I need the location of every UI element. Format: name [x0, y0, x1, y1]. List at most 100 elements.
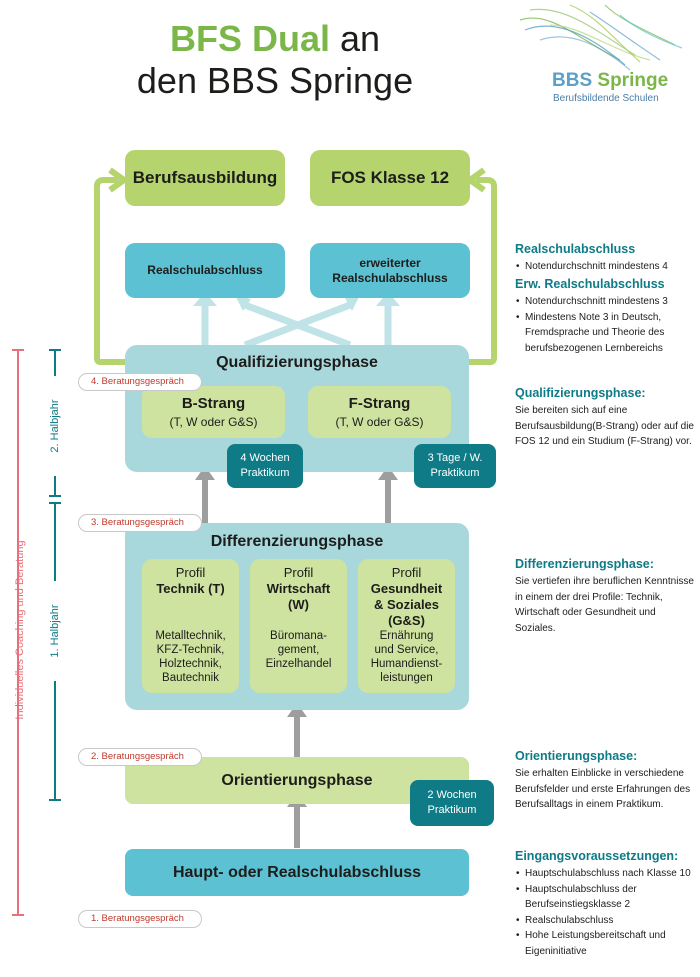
- beratung-1: 1. Beratungsgespräch: [78, 910, 202, 928]
- orient-text: Sie erhalten Einblicke in verschiedene B…: [515, 768, 691, 810]
- profil-technik-items: Metalltechnik, KFZ-Technik, Holztechnik,…: [142, 629, 239, 685]
- start-abschluss-label: Haupt- oder Realschulabschluss: [172, 863, 422, 881]
- eingang-item: Hauptschulabschluss der Berufseinstiegsk…: [515, 882, 695, 913]
- target-berufsausbildung-label: Berufsausbildung: [132, 168, 278, 187]
- profil-gesundheit-name-1: Gesundheit: [370, 581, 443, 596]
- diff-heading: Differenzierungsphase:: [515, 557, 654, 571]
- praktikum-orientierung-line1: 2 Wochen: [427, 789, 477, 801]
- abschluss-realschul: Realschulabschluss: [125, 243, 285, 298]
- title-line2: den BBS Springe: [136, 60, 414, 101]
- arrowhead-grey-orient: [287, 703, 307, 717]
- differenzierungsphase-title: Differenzierungsphase: [210, 533, 384, 550]
- orientierungsphase-title: Orientierungsphase: [221, 771, 373, 789]
- logo-name: BBS Springe: [552, 70, 668, 92]
- profil-technik-item: KFZ-Technik,: [156, 644, 225, 656]
- eingang-item: Hauptschulabschluss nach Klasse 10: [515, 866, 695, 882]
- beratung-3: 3. Beratungsgespräch: [78, 514, 202, 532]
- profil-technik-item: Holztechnik,: [159, 658, 222, 670]
- praktikum-b-strang: 4 Wochen Praktikum: [227, 444, 303, 488]
- eingang-list: Hauptschulabschluss nach Klasse 10 Haupt…: [515, 866, 695, 959]
- abschluss-erweitert-line1: erweiterter: [359, 255, 421, 270]
- profil-wirtschaft: Profil Wirtschaft (W) Büromana- gement, …: [250, 559, 347, 693]
- logo-name-part2: Springe: [597, 70, 669, 91]
- halbjahr2-label: 2. Halbjahr: [49, 376, 61, 476]
- loop-right: [468, 177, 497, 365]
- eingang-item: Hohe Leistungsbereitschaft und Eigeninit…: [515, 928, 695, 959]
- profil-technik-item: Metalltechnik,: [155, 630, 226, 642]
- arrowhead-cross-2: [235, 295, 251, 311]
- abschluss-realschul-label: Realschulabschluss: [147, 263, 263, 277]
- arrow-grey-diff-right: [385, 478, 391, 523]
- abschluss-erweitert: erweiterter Realschulabschluss: [310, 243, 470, 298]
- arrow-grey-diff-left: [202, 478, 208, 523]
- arrow-grey-start: [294, 805, 300, 848]
- b-strang: B-Strang (T, W oder G&S): [142, 386, 285, 438]
- eingang-item: Realschulabschluss: [515, 913, 695, 929]
- profil-gesundheit: Profil Gesundheit & Soziales (G&S) Ernäh…: [358, 559, 455, 693]
- ers-item: Mindestens Note 3 in Deutsch, Fremdsprac…: [515, 310, 695, 357]
- loop-right-arrowhead: [467, 167, 486, 193]
- target-berufsausbildung: Berufsausbildung: [125, 150, 285, 206]
- profil-gesundheit-name-2: & Soziales: [373, 597, 440, 612]
- bbs-logo-icon: [519, 4, 683, 71]
- praktikum-f-strang-line1: 3 Tage / W.: [427, 452, 483, 464]
- arrow-cross-2: [243, 301, 352, 349]
- abschluss-erweitert-line2: Realschulabschluss: [332, 270, 448, 285]
- praktikum-orientierung-line2: Praktikum: [427, 804, 477, 816]
- profil-technik: Profil Technik (T) Metalltechnik, KFZ-Te…: [142, 559, 239, 693]
- b-strang-title: B-Strang: [181, 395, 246, 412]
- profil-gesundheit-name-3: (G&S): [388, 613, 425, 628]
- praktikum-f-strang: 3 Tage / W. Praktikum: [414, 444, 496, 488]
- praktikum-f-strang-line2: Praktikum: [430, 467, 480, 479]
- profil-gesundheit-item: Ernährung: [379, 630, 434, 642]
- loop-left: [94, 177, 126, 365]
- profil-technik-head: Profil: [175, 565, 206, 580]
- target-fos: FOS Klasse 12: [310, 150, 470, 206]
- beratung-2: 2. Beratungsgespräch: [78, 748, 202, 766]
- f-strang-sub: (T, W oder G&S): [335, 415, 424, 429]
- rs-list: Notendurchschnitt mindestens 4: [515, 259, 695, 275]
- arrow-grey-orient: [294, 715, 300, 757]
- praktikum-orientierung: 2 Wochen Praktikum: [410, 780, 494, 826]
- loop-left-arrowhead: [108, 167, 127, 193]
- diff-text: Sie vertiefen ihre beruflichen Kenntniss…: [515, 576, 694, 634]
- ers-heading: Erw. Realschulabschluss: [515, 277, 665, 291]
- praktikum-b-strang-line1: 4 Wochen: [240, 452, 290, 464]
- orient-heading: Orientierungsphase:: [515, 749, 638, 763]
- beratung-4: 4. Beratungsgespräch: [78, 373, 202, 391]
- profil-technik-item: Bautechnik: [162, 672, 219, 684]
- arrowhead-grey-diff-right: [378, 466, 398, 480]
- profil-gesundheit-item: und Service,: [374, 644, 439, 656]
- rs-item: Notendurchschnitt mindestens 4: [515, 259, 695, 275]
- profil-gesundheit-head: Profil: [391, 565, 422, 580]
- f-strang-title: F-Strang: [348, 395, 411, 412]
- profil-wirtschaft-name-2: (W): [288, 597, 309, 612]
- logo-name-part1: BBS: [552, 70, 593, 91]
- profil-gesundheit-item: leistungen: [380, 672, 433, 684]
- halbjahr1-label: 1. Halbjahr: [49, 581, 61, 681]
- qual-heading: Qualifizierungsphase:: [515, 386, 646, 400]
- arrowhead-cross-1: [345, 295, 360, 311]
- profil-gesundheit-item: Humandienst-: [370, 658, 443, 670]
- profil-wirtschaft-items: Büromana- gement, Einzelhandel: [250, 629, 347, 671]
- arrowhead-up-right: [376, 292, 400, 306]
- rs-heading: Realschulabschluss: [515, 242, 636, 256]
- b-strang-sub: (T, W oder G&S): [169, 415, 258, 429]
- page-title: BFS Dual an den BBS Springe: [120, 18, 430, 102]
- qual-text: Sie bereiten sich auf eine Berufsausbild…: [515, 405, 694, 447]
- profil-wirtschaft-item: Büromana-: [270, 630, 327, 642]
- eingang-heading: Eingangsvoraussetzungen:: [515, 849, 679, 863]
- arrowhead-grey-diff-left: [195, 466, 215, 480]
- profil-gesundheit-items: Ernährung und Service, Humandienst- leis…: [358, 629, 455, 685]
- title-accent: BFS Dual: [169, 18, 330, 59]
- qualifizierungsphase-title: Qualifizierungsphase: [216, 354, 378, 371]
- start-abschluss: Haupt- oder Realschulabschluss: [125, 849, 469, 896]
- f-strang: F-Strang (T, W oder G&S): [308, 386, 451, 438]
- arrowhead-up-left: [193, 292, 217, 306]
- ers-item: Notendurchschnitt mindestens 3: [515, 294, 695, 310]
- profil-wirtschaft-head: Profil: [283, 565, 314, 580]
- profil-wirtschaft-name-1: Wirtschaft: [266, 581, 331, 596]
- target-fos-label: FOS Klasse 12: [330, 168, 450, 187]
- profil-technik-name: Technik (T): [156, 581, 225, 596]
